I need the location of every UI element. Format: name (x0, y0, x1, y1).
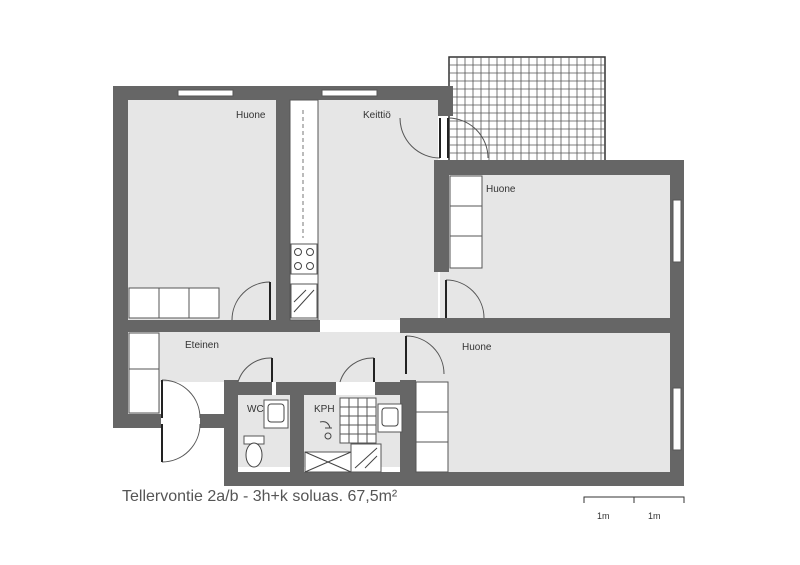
wardrobes (128, 175, 483, 473)
room-label-huone-3: Huone (462, 342, 492, 353)
wc-fixtures (243, 399, 289, 468)
room-label-wc: WC (247, 404, 264, 415)
windows (177, 89, 682, 451)
bath-fixtures (304, 397, 403, 473)
scale-bar: 1m 1m (583, 496, 685, 521)
doors (161, 117, 489, 463)
room-label-eteinen: Eteinen (185, 340, 219, 351)
room-label-keittio: Keittiö (363, 110, 391, 121)
plan-caption: Tellervontie 2a/b - 3h+k soluas. 67,5m² (122, 488, 398, 505)
balcony (448, 56, 606, 162)
scale-label-1: 1m (597, 511, 610, 521)
room-label-kph: KPH (314, 404, 335, 415)
room-label-huone-2: Huone (486, 184, 516, 195)
room-label-huone-1: Huone (236, 110, 266, 121)
scale-label-2: 1m (648, 511, 661, 521)
kitchen-counter (289, 99, 319, 321)
